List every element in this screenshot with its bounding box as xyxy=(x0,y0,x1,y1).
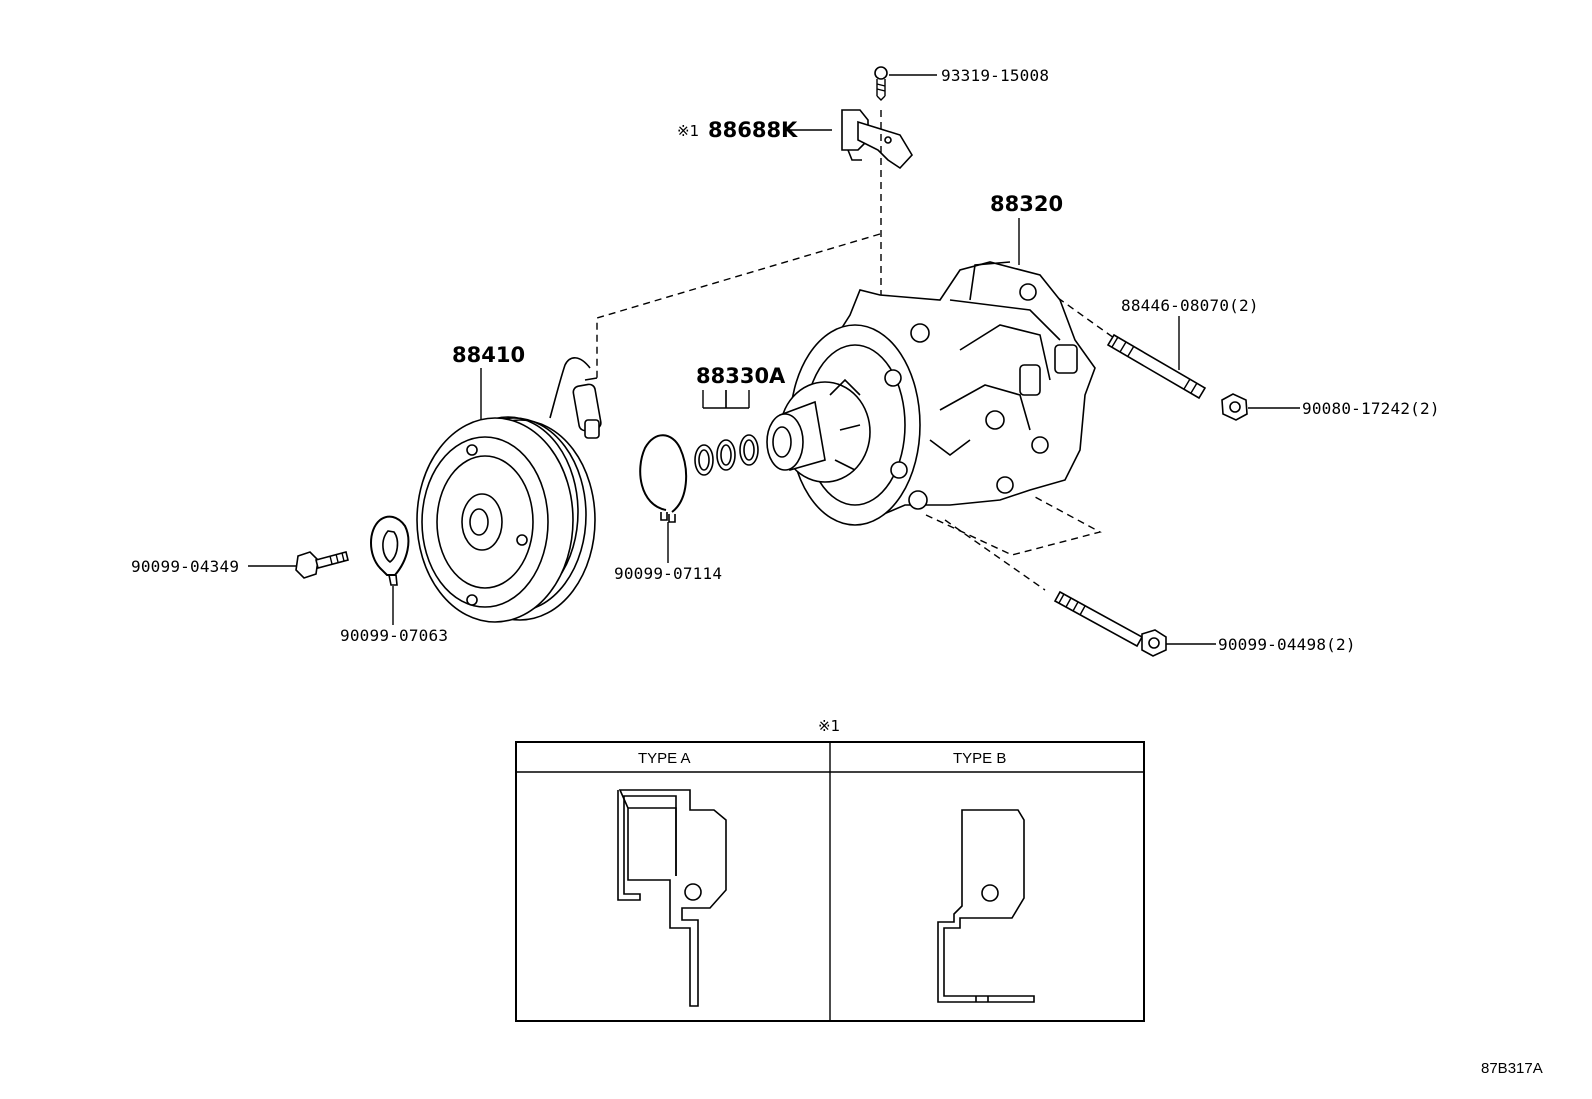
label-88688K: 88688K xyxy=(708,118,798,142)
screw-93319-15008[interactable] xyxy=(874,66,888,101)
type-inset-table xyxy=(515,741,1145,1022)
label-90080-17242: 90080-17242(2) xyxy=(1302,399,1440,418)
nut-90080-17242[interactable] xyxy=(1221,393,1248,421)
snap-ring-90099-07063[interactable] xyxy=(370,515,410,586)
label-90099-07114: 90099-07114 xyxy=(614,564,722,583)
label-88320: 88320 xyxy=(990,192,1063,216)
label-93319-15008: 93319-15008 xyxy=(941,66,1049,85)
bracket-88688K[interactable] xyxy=(841,109,913,170)
diagram-id: 87B317A xyxy=(1481,1060,1543,1077)
bracket-mark: ※1 xyxy=(677,122,699,140)
snap-ring-90099-07114[interactable] xyxy=(639,434,688,523)
label-90099-04498: 90099-04498(2) xyxy=(1218,635,1356,654)
type-b-header: TYPE B xyxy=(953,750,1006,767)
stud-bolt-88446-08070[interactable] xyxy=(1106,333,1207,400)
inset-mark: ※1 xyxy=(818,717,840,735)
label-90099-07063: 90099-07063 xyxy=(340,626,448,645)
label-88330A: 88330A xyxy=(696,364,786,388)
label-88446-08070: 88446-08070(2) xyxy=(1121,296,1259,315)
type-b-bracket xyxy=(937,809,1035,1003)
magnet-clutch-88410[interactable] xyxy=(416,357,602,623)
shim-88330A[interactable] xyxy=(694,434,759,476)
compressor-88320[interactable] xyxy=(766,261,1096,526)
type-a-bracket xyxy=(617,789,727,1007)
label-88410: 88410 xyxy=(452,343,525,367)
type-a-header: TYPE A xyxy=(638,750,691,767)
bolt-90099-04349[interactable] xyxy=(295,551,349,579)
label-90099-04349: 90099-04349 xyxy=(131,557,239,576)
mount-bolt-90099-04498[interactable] xyxy=(1053,590,1167,657)
